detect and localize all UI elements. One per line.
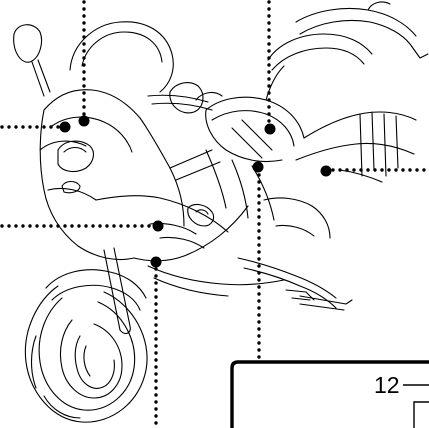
callout-dot-4 — [253, 162, 264, 173]
belly-pan — [148, 266, 284, 296]
exhaust-pipe — [238, 258, 336, 308]
footpeg — [286, 290, 314, 300]
page-number-box: 12 — [232, 362, 429, 428]
rear-body — [296, 112, 416, 182]
headlight — [58, 141, 93, 171]
motorcycle-drawing — [14, 2, 428, 422]
page-number: 12 — [374, 372, 400, 398]
tail-cowl — [296, 2, 428, 58]
kickstand — [300, 296, 352, 310]
page-inner-frame — [414, 402, 429, 428]
callout-dot-3 — [265, 124, 276, 135]
callout-dot-2 — [79, 116, 90, 127]
mirrors — [14, 25, 203, 113]
fuel-tank — [206, 97, 304, 161]
front-fairing — [40, 90, 140, 260]
seat — [266, 34, 372, 100]
windscreen — [70, 22, 173, 92]
front-fork — [104, 248, 130, 333]
callout-dots — [60, 116, 332, 268]
engine — [206, 150, 330, 238]
turn-signal — [62, 182, 80, 193]
callout-dot-7 — [151, 257, 162, 268]
callout-dot-5 — [321, 166, 332, 177]
front-wheel — [25, 286, 147, 422]
front-fender — [46, 270, 146, 310]
side-fairing — [96, 118, 248, 261]
handlebar — [148, 93, 222, 110]
callout-dot-1 — [60, 122, 71, 133]
callout-dot-6 — [153, 221, 164, 232]
fairing-vents — [188, 205, 214, 226]
